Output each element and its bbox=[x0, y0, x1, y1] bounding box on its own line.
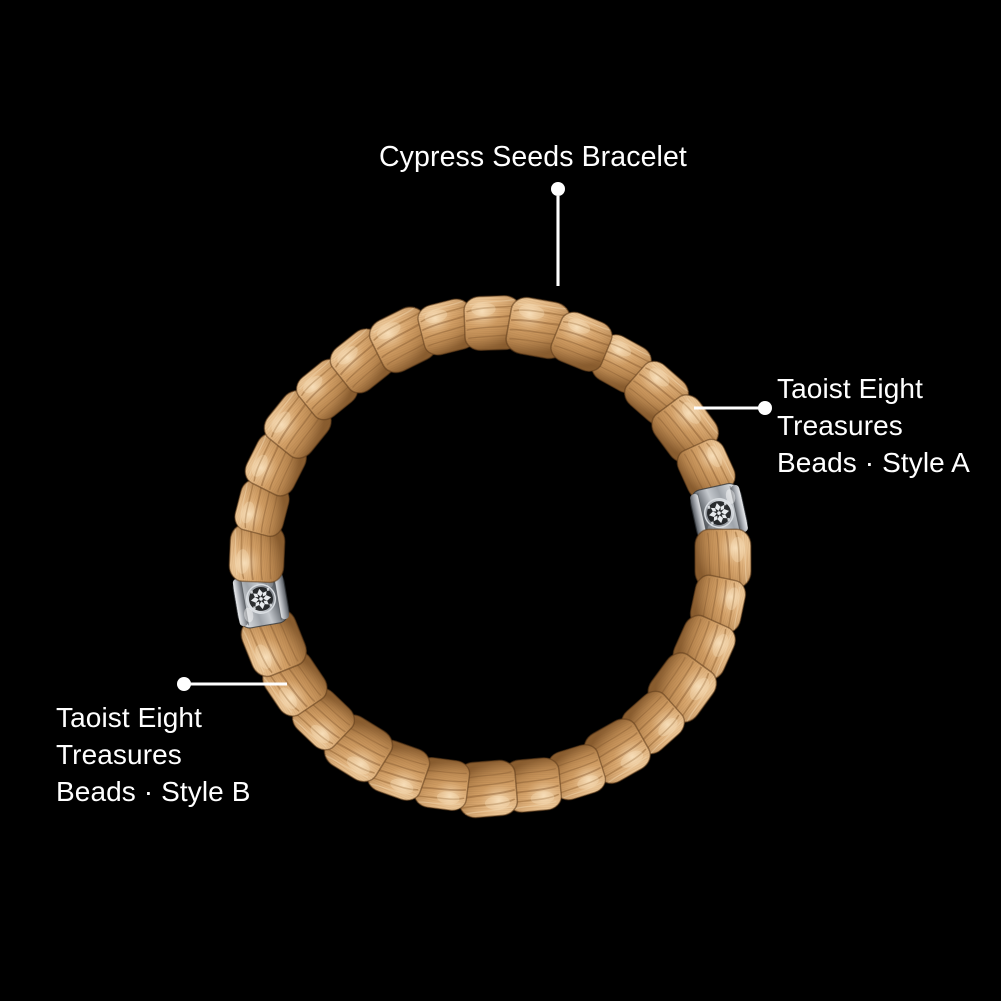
bead-ring bbox=[227, 293, 753, 820]
product-title-label: Cypress Seeds Bracelet bbox=[379, 141, 687, 173]
callout-label-style-a: Taoist Eight Treasures Beads · Style A bbox=[777, 373, 970, 478]
callout-label-style-b: Taoist Eight Treasures Beads · Style B bbox=[56, 702, 251, 807]
